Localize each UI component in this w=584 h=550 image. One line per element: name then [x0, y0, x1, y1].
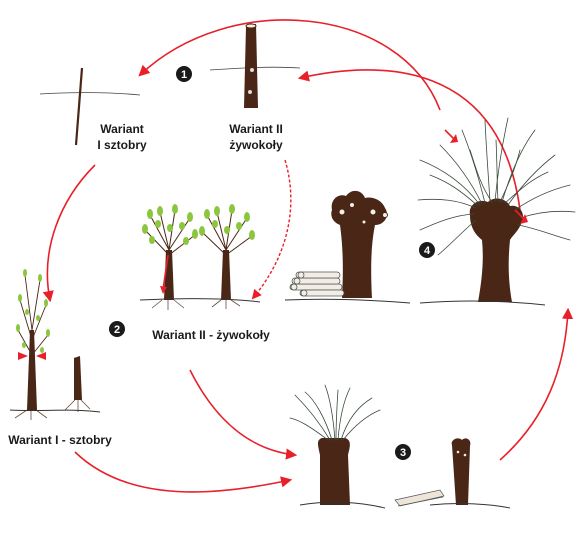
step-badge-1: 1 — [176, 66, 192, 82]
arrow-top-to-variant1 — [138, 19, 441, 111]
arrow-stage3-to-stage4 — [499, 307, 574, 461]
bare-pollard-stake-icon — [451, 438, 471, 505]
log-pile-icon — [289, 271, 345, 297]
ground-line — [9, 409, 101, 413]
tall-sapling-tree-icon — [14, 269, 50, 420]
stage4-mature-pollard — [417, 117, 576, 306]
variant1-top-label-line1: Wariant — [100, 122, 144, 136]
variant2-mid-label: Wariant II - żywokoły — [152, 328, 270, 342]
svg-text:3: 3 — [400, 447, 406, 459]
variant1-top-label-line2: I sztobry — [97, 138, 147, 152]
variant2-top-label-line2: żywokoły — [229, 138, 283, 152]
stick-icon — [74, 67, 84, 146]
sapling-b-tree-icon — [199, 204, 255, 309]
ground-line — [299, 501, 386, 509]
stake-icon — [244, 24, 258, 108]
ground-line — [139, 298, 261, 303]
svg-text:1: 1 — [181, 69, 187, 81]
mature-pollard-tree-icon — [469, 198, 524, 302]
variant1-saplings — [9, 269, 101, 420]
step-badge-4: 4 — [419, 242, 435, 258]
log-pile-icon — [394, 489, 445, 507]
arrow-variant1-bottom-to-stage3 — [74, 451, 293, 493]
cycle-arrows — [42, 19, 574, 493]
ground-line — [39, 92, 141, 96]
step-badge-3: 3 — [395, 444, 411, 460]
arrow-variant1-top-to-bottom — [42, 164, 96, 303]
sapling-a-tree-icon — [142, 204, 198, 310]
variant2-top-label-line1: Wariant II — [229, 122, 283, 136]
variant1-bottom-label: Wariant I - sztobry — [8, 433, 112, 447]
arrow-to-variant2-top — [297, 69, 521, 211]
variant2-saplings — [139, 204, 261, 310]
young-pollard-tree-icon — [289, 384, 381, 505]
cut-pollard-stump-icon — [331, 190, 387, 298]
variant1-stick-illustration — [39, 67, 141, 146]
variant2-stake-illustration — [209, 23, 301, 108]
ground-line — [419, 300, 546, 306]
svg-text:2: 2 — [114, 324, 120, 336]
stage3-illustration — [289, 384, 511, 509]
svg-text:4: 4 — [424, 245, 431, 257]
ground-line — [429, 503, 511, 509]
arrow-variant2-top-to-mid — [251, 159, 292, 300]
stage4-cut-pollard — [284, 190, 411, 304]
arrow-variant2-to-stage3 — [189, 369, 298, 460]
step-badge-2: 2 — [109, 321, 125, 337]
cut-stick-stake-icon — [64, 356, 91, 412]
ground-line — [284, 298, 411, 304]
